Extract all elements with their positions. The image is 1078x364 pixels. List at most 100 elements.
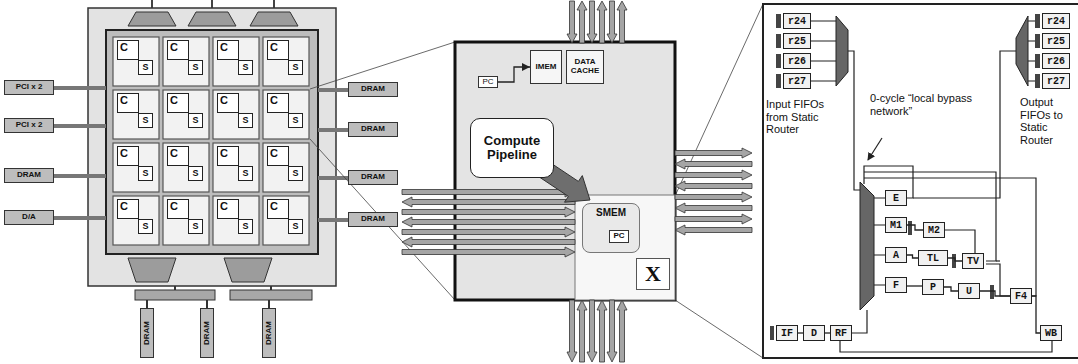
- node-text: C: [270, 147, 278, 159]
- node-text: S: [242, 63, 248, 73]
- node-text: M1: [890, 220, 902, 231]
- network-arrow: [607, 1, 617, 43]
- node-text: S: [192, 222, 198, 232]
- pipeline-panel: [763, 4, 1078, 358]
- memory-box: IMEM: [530, 50, 562, 84]
- node-text: r25: [1047, 36, 1065, 47]
- compute-box: C: [167, 146, 189, 166]
- io-wire: [54, 86, 106, 90]
- node-text: S: [242, 222, 248, 232]
- node-text: S: [142, 116, 148, 126]
- node-text: PCI x 2: [16, 121, 43, 130]
- pipeline-stage: RF: [830, 325, 852, 341]
- node-text: DRAM: [143, 321, 152, 345]
- io-box: DRAM: [348, 82, 398, 97]
- node-text: IMEM: [536, 63, 557, 72]
- connector-line: [907, 285, 922, 286]
- register-box: r26: [1042, 53, 1070, 69]
- network-arrow: [402, 227, 575, 237]
- compute-box: C: [217, 199, 239, 219]
- chip-package: [250, 12, 298, 26]
- network-arrow: [402, 247, 575, 257]
- io-box: PCI x 2: [4, 80, 54, 95]
- pipeline-stage: U: [958, 283, 980, 299]
- io-wire: [54, 216, 106, 220]
- node-text: C: [120, 41, 128, 53]
- dram-bus: [146, 300, 148, 308]
- node-text: C: [270, 41, 278, 53]
- node-text: P: [930, 282, 936, 293]
- io-box: DRAM: [140, 308, 154, 358]
- tile-grid: [113, 90, 159, 139]
- compute-box: C: [117, 40, 139, 60]
- node-text: r24: [1047, 16, 1065, 27]
- tile-grid: [113, 143, 159, 192]
- chip-package: [128, 12, 176, 26]
- tile-grid: [263, 90, 309, 139]
- io-box: PCI x 2: [4, 118, 54, 133]
- label-text: Input FIFOs from Static Router: [766, 98, 824, 135]
- io-wire: [318, 218, 348, 222]
- datapath-wire: [850, 310, 867, 333]
- pipeline-stage: TV: [962, 253, 984, 269]
- node-text: DRAM: [361, 85, 385, 94]
- switch-box: S: [188, 219, 203, 234]
- multiplexer: [1016, 16, 1028, 86]
- node-text: S: [192, 63, 198, 73]
- zoom-line: [675, 4, 763, 196]
- network-arrow: [607, 300, 617, 362]
- fifo-bar: [770, 326, 774, 340]
- network-arrow: [675, 170, 752, 180]
- pipeline-stage: M2: [923, 222, 945, 238]
- io-box: DRAM: [4, 168, 54, 183]
- network-arrow: [577, 1, 587, 43]
- node-text: DRAM: [265, 321, 274, 345]
- datapath-wire: [913, 51, 1016, 198]
- compute-box: C: [217, 146, 239, 166]
- node-text: DRAM: [361, 125, 385, 134]
- register-box: r24: [1042, 13, 1070, 29]
- fifo-bar: [776, 74, 781, 88]
- network-arrow: [402, 207, 575, 217]
- memory-box: DATA CACHE: [566, 50, 604, 84]
- datapath-wire: [1028, 21, 1035, 81]
- chip-package: [128, 258, 176, 282]
- node-text: C: [170, 200, 178, 212]
- node-text: PCI x 2: [16, 83, 43, 92]
- node-text: C: [120, 94, 128, 106]
- connector-line: [498, 67, 530, 82]
- node-text: SMEM: [596, 207, 626, 218]
- callout-label: Input FIFOs from Static Router: [766, 98, 832, 136]
- register-box: r25: [783, 33, 811, 49]
- node-text: PC: [613, 232, 624, 241]
- chip-package: [106, 30, 318, 254]
- node-text: DATA CACHE: [569, 58, 601, 76]
- node-text: C: [220, 200, 228, 212]
- node-text: D: [811, 328, 817, 339]
- fifo-bar: [1035, 34, 1040, 48]
- node-text: C: [170, 41, 178, 53]
- network-arrow: [402, 217, 575, 227]
- node-text: C: [120, 147, 128, 159]
- register-box: r25: [1042, 33, 1070, 49]
- compute-box: C: [217, 40, 239, 60]
- compute-box: C: [117, 199, 139, 219]
- tile-grid: [163, 37, 209, 86]
- node-text: C: [170, 147, 178, 159]
- node-text: TV: [967, 256, 979, 267]
- switch-box: S: [188, 113, 203, 128]
- node-text: C: [120, 200, 128, 212]
- node-text: Compute Pipeline: [475, 134, 549, 163]
- io-box: DRAM: [348, 122, 398, 137]
- tile-detail: [455, 42, 675, 300]
- node-text: M2: [928, 225, 940, 236]
- network-arrow: [587, 1, 597, 43]
- node-text: U: [966, 286, 972, 297]
- pipeline-stage: TL: [918, 250, 948, 266]
- io-box: DRAM: [200, 308, 214, 358]
- crossbar-box: X: [636, 258, 670, 290]
- switch-box: S: [138, 219, 153, 234]
- node-text: S: [192, 169, 198, 179]
- compute-box: C: [217, 93, 239, 113]
- network-arrow: [675, 214, 752, 224]
